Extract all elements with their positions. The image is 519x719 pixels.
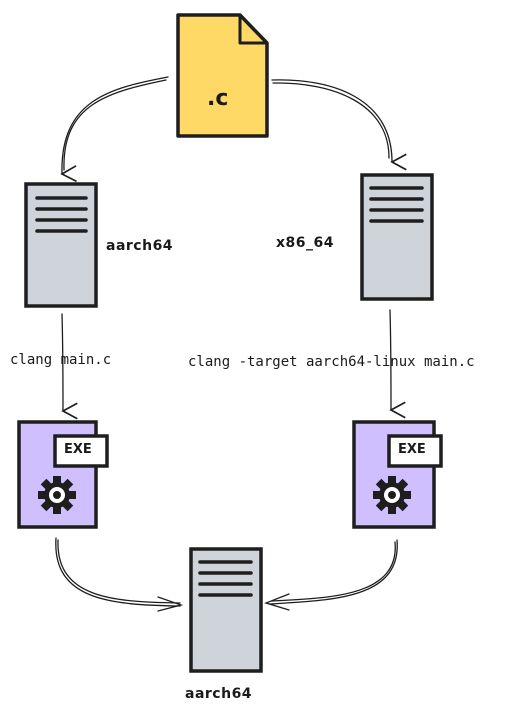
arrow-source-to-right-server-2 <box>272 82 390 159</box>
arrow-source-to-right-server <box>271 79 407 171</box>
arrow-source-to-left-server-2 <box>63 79 167 171</box>
source-file-label: .c <box>207 86 229 111</box>
server-label-left: aarch64 <box>106 238 174 254</box>
command-left: clang main.c <box>10 352 112 368</box>
gear-icon <box>373 476 411 514</box>
arrow-left-server-to-exe <box>61 313 78 420</box>
command-right: clang -target aarch64-linux main.c <box>188 354 475 370</box>
executable-icon-right <box>352 420 443 529</box>
arrow-right-server-to-exe <box>389 309 406 419</box>
exe-badge-right: EXE <box>398 442 426 457</box>
gear-icon <box>38 476 76 514</box>
arrow-right-exe-to-bottom-server <box>269 539 398 605</box>
server-icon-right <box>360 173 434 301</box>
arrow-right-exe-to-bottom-server-2 <box>271 541 396 602</box>
arrow-left-exe-to-bottom-server-2 <box>57 539 181 604</box>
source-file-icon <box>176 13 269 138</box>
executable-icon-left <box>17 420 109 529</box>
server-icon-left <box>24 182 98 308</box>
server-icon-bottom <box>189 547 263 673</box>
server-label-right: x86_64 <box>276 235 334 251</box>
arrow-source-to-left-server <box>60 76 169 183</box>
arrow-left-exe-to-bottom-server <box>55 537 181 607</box>
server-label-bottom: aarch64 <box>185 686 253 702</box>
exe-badge-left: EXE <box>64 442 92 457</box>
